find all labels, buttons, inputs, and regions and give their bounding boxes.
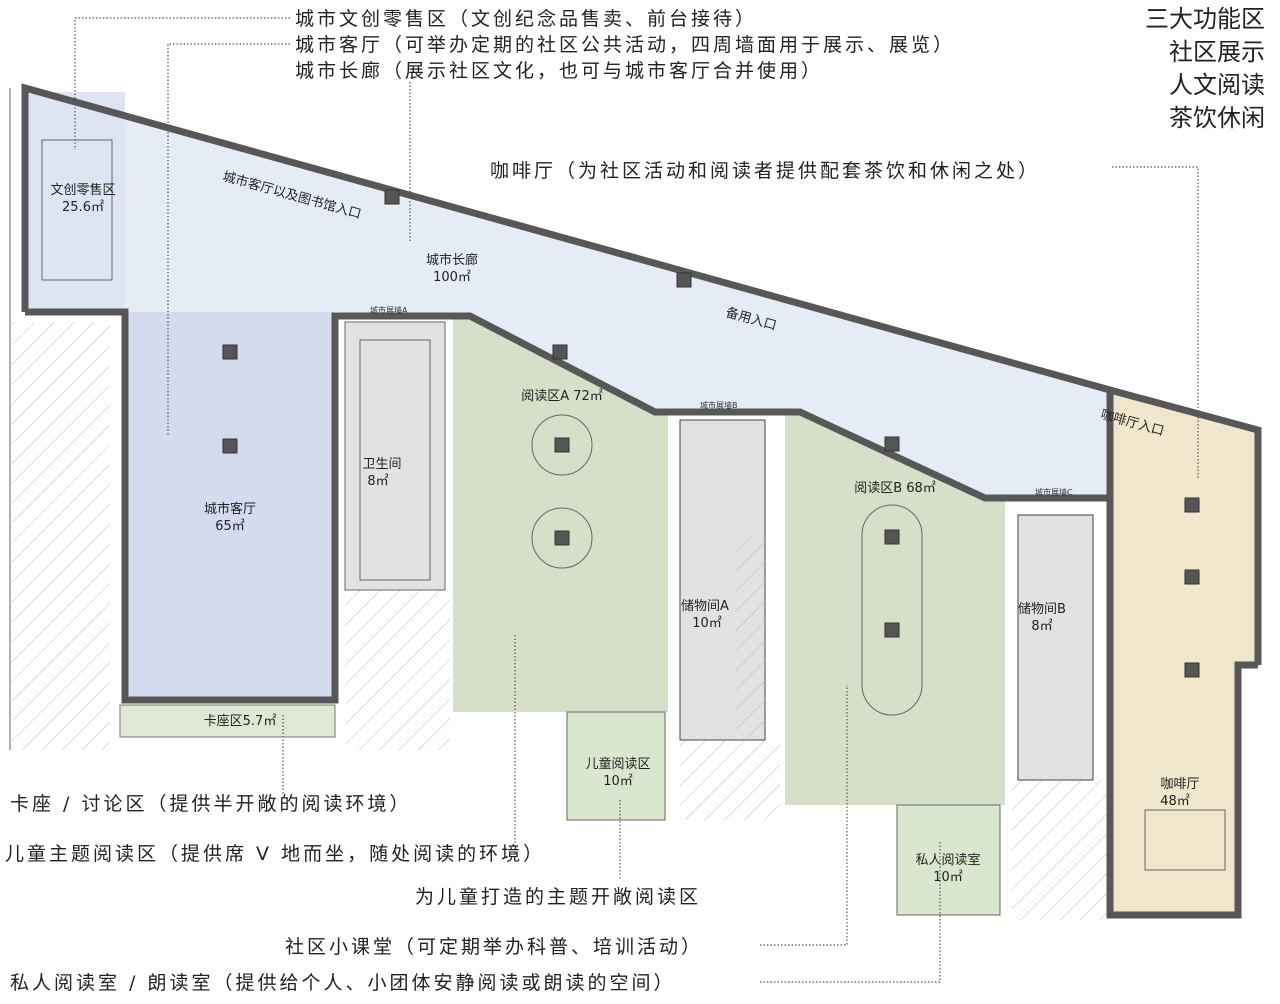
room-area-cafe: 48㎡ (1160, 794, 1190, 809)
wall-b-label: 城市展墙B (700, 400, 738, 410)
room-label-private: 私人阅读室 (915, 852, 980, 868)
toilet-area (344, 321, 446, 591)
storage-b-area (1017, 514, 1094, 781)
cafe-area (1110, 392, 1255, 915)
annotation-retail: 城市文创零售区（文创纪念品售卖、前台接待） (295, 7, 757, 30)
room-area-corridor: 100㎡ (433, 270, 471, 285)
annotation-private: 私人阅读室 / 朗读室（提供给个人、小团体安静阅读或朗读的空间） (10, 972, 675, 994)
annotation-children-theme: 儿童主题阅读区（提供席 V 地而坐，随处阅读的环境） (5, 843, 545, 865)
room-label-corridor: 城市长廊 (426, 252, 478, 268)
cafe-wall (1106, 390, 1258, 919)
room-label-children: 儿童阅读区 (585, 756, 650, 772)
room-label-booth: 卡座区5.7㎡ (204, 714, 277, 729)
room-label-reading-b: 阅读区B 68㎡ (854, 481, 936, 496)
leader-lines (74, 17, 1199, 983)
annotation-living-room: 城市客厅（可举办定期的社区公共活动，四周墙面用于展示、展览） (295, 34, 955, 56)
columns (222, 189, 1200, 678)
annotation-children-open: 为儿童打造的主题开敞阅读区 (415, 886, 701, 908)
functions-title-line-4: 茶饮休闲 (1169, 104, 1265, 132)
room-label-reading-a: 阅读区A 72㎡ (521, 389, 603, 404)
room-label-storage-b: 储物间B (1018, 602, 1066, 617)
room-area-storage-a: 10㎡ (692, 616, 722, 631)
reading-wall (450, 312, 1108, 502)
room-label-cafe: 咖啡厅 (1160, 777, 1199, 792)
living-room-wall (25, 308, 450, 704)
room-label-toilet: 卫生间 (362, 457, 401, 472)
room-area-private: 10㎡ (933, 870, 963, 885)
annotation-booth: 卡座 / 讨论区（提供半开敞的阅读环境） (10, 793, 411, 815)
hatch-area (1012, 780, 1107, 920)
room-area-storage-b: 8㎡ (1031, 619, 1052, 634)
annotation-classroom: 社区小课堂（可定期举办科普、培训活动） (285, 936, 703, 958)
private-room-area (896, 804, 1001, 916)
functions-title-line-2: 社区展示 (1169, 38, 1265, 66)
room-label-living-room: 城市客厅 (204, 501, 256, 517)
functions-title-line-3: 人文阅读 (1169, 71, 1265, 99)
room-label-retail: 文创零售区 (50, 182, 115, 198)
hatch-area (680, 740, 780, 820)
annotation-cafe: 咖啡厅（为社区活动和阅读者提供配套茶饮和休闲之处） (490, 160, 1040, 182)
room-area-living-room: 65㎡ (215, 519, 245, 534)
functions-title-line-1: 三大功能区 (1145, 5, 1265, 33)
reading-a-area (453, 318, 668, 712)
children-area (566, 711, 666, 821)
wall-a-label: 城市展墙A (370, 305, 408, 315)
corridor-area (25, 88, 1110, 498)
room-label-storage-a: 储物间A (681, 599, 729, 614)
room-area-toilet: 8㎡ (367, 474, 388, 489)
booth-area (119, 704, 336, 738)
wall-c-label: 城市展墙C (1035, 487, 1073, 497)
hatch-area (345, 590, 450, 750)
room-area-children: 10㎡ (603, 774, 633, 789)
room-area-retail: 25.6㎡ (62, 200, 104, 215)
living-room-area (125, 312, 335, 700)
reading-b-area (785, 414, 1005, 805)
annotation-corridor: 城市长廊（展示社区文化，也可与城市客厅合并使用） (295, 60, 823, 82)
stair-area-left (12, 322, 110, 750)
